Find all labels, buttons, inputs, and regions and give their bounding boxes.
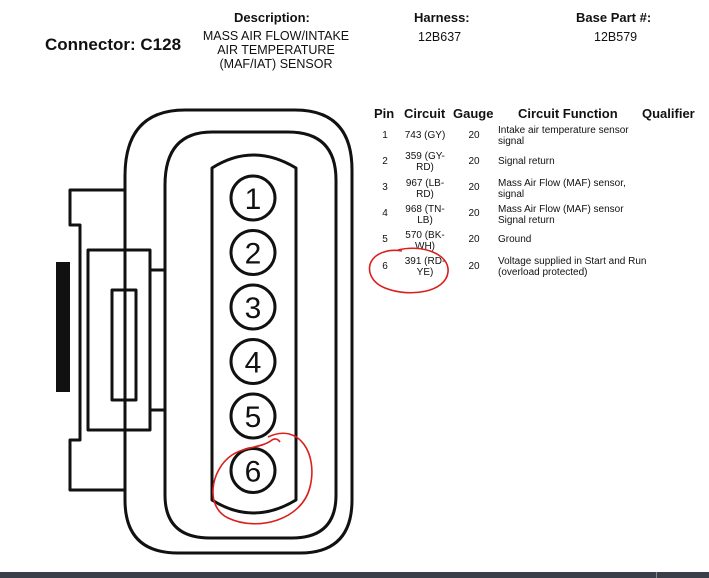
pin-3-label: 3 xyxy=(245,292,262,325)
annotation-circle-pin6-table xyxy=(368,247,449,294)
cell-circuit: 743 (GY) xyxy=(404,130,446,141)
description-text: MASS AIR FLOW/INTAKE AIR TEMPERATURE (MA… xyxy=(196,29,356,71)
pin-1-label: 1 xyxy=(245,183,262,216)
cell-pin: 1 xyxy=(382,130,388,141)
pin-5-circle xyxy=(229,392,277,440)
pin-3-circle xyxy=(229,283,277,331)
column-header-gauge: Gauge xyxy=(453,106,494,121)
cell-circuit: 359 (GY-RD) xyxy=(405,151,445,173)
cell-function: Voltage supplied in Start and Run (overl… xyxy=(498,256,647,278)
description-line: AIR TEMPERATURE xyxy=(217,43,335,57)
latch-window xyxy=(86,248,152,432)
pin-6-label: 6 xyxy=(245,456,262,489)
connector-inner-shell xyxy=(163,130,338,540)
harness-heading: Harness: xyxy=(414,10,470,25)
bottom-bar xyxy=(0,572,709,578)
cell-gauge: 20 xyxy=(468,261,480,272)
pin-2-circle xyxy=(229,229,277,276)
pin-5-label: 5 xyxy=(245,401,262,434)
pin-group: 1 2 3 4 5 6 xyxy=(229,174,277,494)
annotation-marks xyxy=(212,247,449,525)
cell-function: Mass Air Flow (MAF) sensor, signal xyxy=(498,178,626,200)
annotation-circle-pin6-diagram xyxy=(212,432,313,525)
pin-4-circle xyxy=(229,338,277,385)
pin-6-circle xyxy=(229,447,277,494)
column-header-function: Circuit Function xyxy=(518,106,618,121)
latch-ribs xyxy=(150,268,165,412)
cell-pin: 3 xyxy=(382,182,388,193)
cell-gauge: 20 xyxy=(468,156,480,167)
cell-gauge: 20 xyxy=(468,182,480,193)
connector-housing xyxy=(68,108,354,555)
cell-gauge: 20 xyxy=(468,234,480,245)
latch-edge xyxy=(56,262,70,392)
latch-tab xyxy=(110,288,138,402)
description-heading: Description: xyxy=(234,10,310,25)
column-header-pin: Pin xyxy=(374,106,395,121)
cell-pin: 6 xyxy=(382,261,388,272)
connector-outer-shell xyxy=(123,108,354,555)
cell-gauge: 20 xyxy=(468,130,480,141)
description-line: MASS AIR FLOW/INTAKE xyxy=(202,29,350,43)
base-part-heading: Base Part #: xyxy=(576,10,652,25)
column-header-circuit: Circuit xyxy=(404,106,446,121)
cell-function: Mass Air Flow (MAF) sensor Signal return xyxy=(498,204,624,226)
cell-function: Intake air temperature sensor signal xyxy=(498,125,629,147)
pin-2-label: 2 xyxy=(245,238,262,271)
cell-pin: 2 xyxy=(382,156,388,167)
description-line: (MAF/IAT) SENSOR xyxy=(219,57,333,71)
cell-circuit: 968 (TN-LB) xyxy=(405,204,445,226)
pin-1-circle xyxy=(229,174,277,222)
column-header-qualifier: Qualifier xyxy=(642,106,695,121)
base-part-value: 12B579 xyxy=(594,30,638,44)
cell-pin: 5 xyxy=(382,234,388,245)
cell-pin: 4 xyxy=(382,208,388,219)
cell-circuit: 570 (BK-WH) xyxy=(405,230,445,252)
cell-circuit: 967 (LB-RD) xyxy=(405,178,445,200)
cell-circuit: 391 (RD-YE) xyxy=(404,256,446,278)
pin-4-label: 4 xyxy=(245,347,262,380)
pin-cavity xyxy=(210,153,298,515)
harness-value: 12B637 xyxy=(418,30,462,44)
cell-function: Ground xyxy=(498,234,532,245)
connector-title: Connector: C128 xyxy=(45,35,182,54)
cell-gauge: 20 xyxy=(468,208,480,219)
bottom-bar-separator xyxy=(656,572,657,578)
cell-function: Signal return xyxy=(498,156,555,167)
latch-body xyxy=(68,188,125,492)
